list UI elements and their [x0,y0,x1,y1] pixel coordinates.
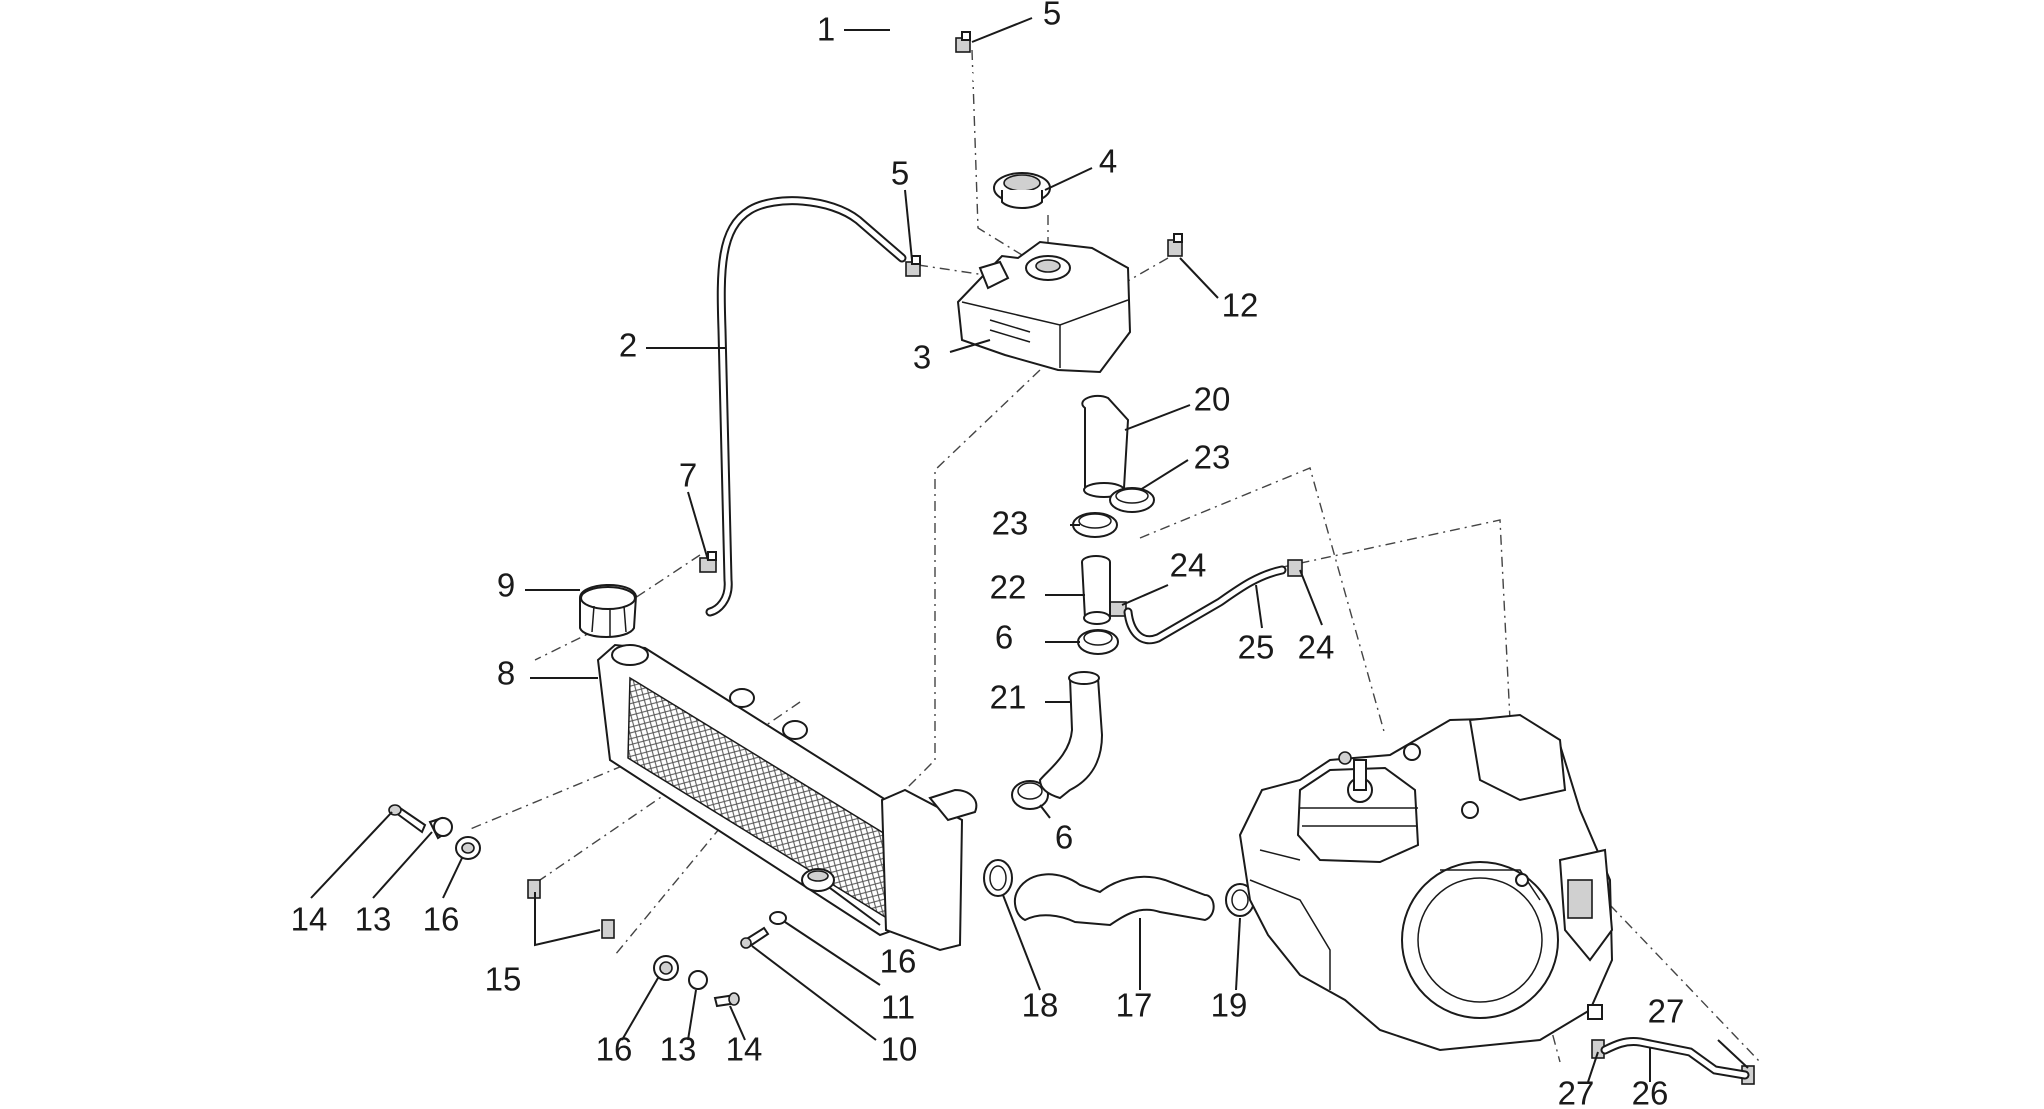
clamp-icon-5-top [955,31,971,53]
callout-27: 27 [1648,993,1685,1030]
washer-icon-11 [769,911,787,925]
callout-19: 19 [1211,987,1248,1024]
callout-5: 5 [891,155,909,192]
callout-6: 6 [995,619,1013,656]
callout-27: 27 [1558,1075,1595,1109]
clamp-icon-12 [1167,233,1183,257]
callout-13: 13 [355,901,392,938]
callout-15: 15 [485,961,522,998]
hose-part-2 [705,196,907,617]
callout-20: 20 [1194,381,1231,418]
hose-part-21 [1038,671,1104,800]
callout-25: 25 [1238,629,1275,666]
grommet-icon-16-right [801,868,835,892]
callout-2: 2 [619,327,637,364]
callout-23: 23 [1194,439,1231,476]
hose-clamp-part-23-upper [1109,487,1155,513]
callout-18: 18 [1022,987,1059,1024]
callout-14: 14 [726,1031,763,1068]
clamp-icon-5-mid [905,255,921,277]
grommet-icon-16-upper [455,836,481,860]
tank-cap-part-4 [993,172,1051,209]
callout-21: 21 [990,679,1027,716]
callout-8: 8 [497,655,515,692]
hose-clamp-part-18 [983,859,1013,897]
expansion-tank-part-3 [956,240,1132,374]
callout-22: 22 [990,569,1027,606]
bolt-icon-14-lower [713,992,740,1008]
callout-12: 12 [1222,287,1259,324]
callout-6: 6 [1055,819,1073,856]
hose-clamp-part-19 [1225,883,1255,917]
callout-23: 23 [992,505,1029,542]
pipe-part-22 [1081,555,1111,625]
spacer-icon-13-upper [428,816,453,840]
callout-4: 4 [1099,143,1117,180]
callout-16: 16 [423,901,460,938]
callout-11: 11 [881,989,915,1026]
spacer-icon-13-lower [688,970,708,990]
callout-3: 3 [913,339,931,376]
bolt-icon-14-upper [388,804,427,834]
hose-part-26 [1600,1037,1750,1080]
grommet-icon-16-lower [653,955,679,981]
clamp-icon-24-right [1287,559,1303,577]
hose-part-20 [1081,394,1130,498]
callout-13: 13 [660,1031,697,1068]
hose-part-1 [889,19,1383,351]
radiator-cap-part-9 [579,584,638,638]
hose-clamp-part-6-lower [1011,780,1049,810]
clip-icon-15-lower [601,919,615,939]
callout-17: 17 [1116,987,1153,1024]
callout-24: 24 [1170,547,1207,584]
callout-16: 16 [880,943,917,980]
radiator-part-8 [596,643,978,952]
leader-lines [310,17,1749,1083]
clamp-icon-7 [699,551,717,573]
bolt-icon-10 [740,926,770,949]
callout-7: 7 [679,457,697,494]
callout-16: 16 [596,1031,633,1068]
hose-clamp-part-6-upper [1077,629,1119,655]
callout-9: 9 [497,567,515,604]
callout-5: 5 [1043,0,1061,32]
callout-14: 14 [291,901,328,938]
hose-part-25 [1123,565,1287,645]
callout-26: 26 [1632,1075,1669,1109]
engine-block [1238,713,1614,1052]
callout-1: 1 [817,11,835,48]
callout-24: 24 [1298,629,1335,666]
hose-part-17 [1013,873,1215,927]
callout-labels: 1 5 4 5 12 2 3 20 23 23 7 24 22 9 6 25 2… [291,0,1685,1109]
callout-10: 10 [881,1031,918,1068]
